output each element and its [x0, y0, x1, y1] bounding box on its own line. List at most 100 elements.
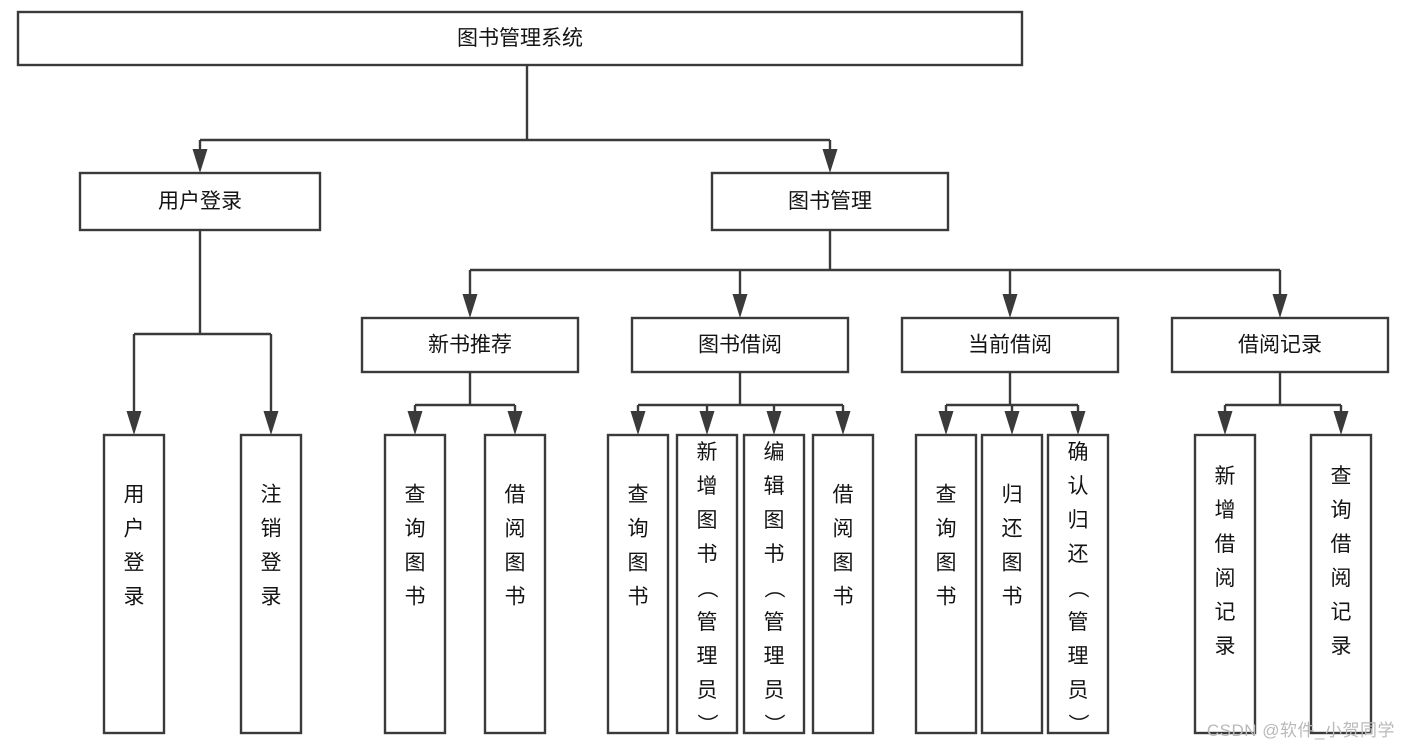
- node-leaf-confirm-return-char: 认: [1068, 475, 1089, 498]
- node-leaf-query-record-char: 记: [1331, 601, 1352, 624]
- node-leaf-add-book-char: 书: [697, 543, 718, 566]
- book-borrow-drop-0-head: [630, 411, 646, 435]
- node-leaf-borrow-book-rec-char: 书: [505, 586, 526, 609]
- node-leaf-borrow-book-char: 图: [833, 552, 854, 575]
- book-manage-drop-1-head: [732, 294, 748, 318]
- node-user-login[interactable]: 用户登录: [78, 171, 322, 232]
- node-new-book-rec-label: 新书推荐: [428, 334, 512, 357]
- node-book-manage-outline: [710, 171, 950, 232]
- node-leaf-confirm-return-char: （: [1066, 578, 1089, 599]
- node-leaf-confirm-return-char: 管: [1068, 611, 1089, 634]
- node-leaf-query-record-char: 查: [1331, 465, 1352, 488]
- node-leaf-logout-char: 登: [261, 552, 282, 575]
- node-leaf-borrow-book-char: 阅: [833, 518, 854, 541]
- watermark-label: CSDN @软件_小贺同学: [1206, 721, 1395, 740]
- node-leaf-add-record-outline: [1193, 433, 1257, 735]
- node-user-login-outline: [78, 171, 322, 232]
- node-leaf-add-book-char: 新: [697, 441, 718, 464]
- node-leaf-add-book-char: 理: [697, 645, 718, 668]
- node-leaf-return-book-outline: [980, 433, 1044, 735]
- node-leaf-add-record-char: 增: [1215, 499, 1236, 522]
- node-leaf-query-book-cur-char: 图: [936, 552, 957, 575]
- node-leaf-edit-book-outline: [742, 433, 806, 735]
- node-leaf-add-record-char: 记: [1215, 601, 1236, 624]
- node-leaf-logout-char: 录: [261, 586, 282, 609]
- node-leaf-query-book-borrow-char: 询: [628, 518, 649, 541]
- new-book-rec-drop-1-head: [507, 411, 523, 435]
- node-leaf-add-record-char: 录: [1215, 635, 1236, 658]
- node-book-manage-label: 图书管理: [788, 190, 872, 213]
- node-leaf-user-login-char: 登: [124, 552, 145, 575]
- node-leaf-borrow-book-rec-char: 阅: [505, 518, 526, 541]
- node-leaf-query-book-borrow-char: 查: [628, 484, 649, 507]
- node-leaf-query-book-cur-char: 查: [936, 484, 957, 507]
- node-leaf-edit-book-char: （: [762, 578, 785, 599]
- node-leaf-confirm-return-outline: [1046, 433, 1110, 735]
- node-new-book-rec[interactable]: 新书推荐: [360, 316, 580, 374]
- user-login-drop-1-head: [263, 411, 279, 435]
- node-current-borrow-outline: [900, 316, 1120, 374]
- node-root-label: 图书管理系统: [457, 27, 583, 50]
- node-leaf-query-book-rec-char: 书: [405, 586, 426, 609]
- node-leaf-query-book-cur-char: 询: [936, 518, 957, 541]
- node-book-borrow-label: 图书借阅: [698, 334, 782, 357]
- node-leaf-add-book-outline: [675, 433, 739, 735]
- new-book-rec-drop-0-head: [407, 411, 423, 435]
- node-leaf-query-record-char: 录: [1331, 635, 1352, 658]
- node-leaf-edit-book-char: 辑: [764, 475, 785, 498]
- node-leaf-user-login-char: 用: [124, 484, 145, 507]
- node-leaf-edit-book-char: 图: [764, 509, 785, 532]
- node-leaf-add-book-char: 增: [697, 475, 718, 498]
- root-drop-1-head: [822, 149, 838, 173]
- node-new-book-rec-outline: [360, 316, 580, 374]
- node-borrow-record-label: 借阅记录: [1238, 334, 1322, 357]
- node-leaf-confirm-return-char: 理: [1068, 645, 1089, 668]
- node-leaf-logout-char: 销: [261, 518, 282, 541]
- node-leaf-edit-book-char: 管: [764, 611, 785, 634]
- node-leaf-add-record-char: 阅: [1215, 567, 1236, 590]
- node-leaf-user-login-char: 户: [124, 518, 145, 541]
- node-leaf-query-record-char: 借: [1331, 533, 1352, 556]
- node-leaf-borrow-book-rec-char: 图: [505, 552, 526, 575]
- current-borrow-drop-0-head: [938, 411, 954, 435]
- node-root[interactable]: 图书管理系统: [16, 10, 1024, 67]
- node-leaf-add-book-char: 管: [697, 611, 718, 634]
- book-borrow-drop-2-head: [766, 411, 782, 435]
- current-borrow-drop-1-head: [1004, 411, 1020, 435]
- node-leaf-query-book-cur-outline: [914, 433, 978, 735]
- node-leaf-query-book-borrow-char: 图: [628, 552, 649, 575]
- node-borrow-record[interactable]: 借阅记录: [1170, 316, 1390, 374]
- book-borrow-drop-1-head: [699, 411, 715, 435]
- node-leaf-add-record-char: 新: [1215, 465, 1236, 488]
- book-borrow-drop-3-head: [835, 411, 851, 435]
- node-leaf-query-record-outline: [1309, 433, 1373, 735]
- node-leaf-borrow-book-char: 借: [833, 484, 854, 507]
- borrow-record-drop-0-head: [1217, 411, 1233, 435]
- node-leaf-user-login-outline: [102, 433, 166, 735]
- node-leaf-query-book-cur-char: 书: [936, 586, 957, 609]
- node-book-manage[interactable]: 图书管理: [710, 171, 950, 232]
- borrow-record-drop-1-head: [1333, 411, 1349, 435]
- node-borrow-record-outline: [1170, 316, 1390, 374]
- node-leaf-query-record-char: 阅: [1331, 567, 1352, 590]
- node-book-borrow[interactable]: 图书借阅: [630, 316, 850, 374]
- node-leaf-add-record-char: 借: [1215, 533, 1236, 556]
- node-leaf-user-login[interactable]: 用户登录: [102, 433, 166, 735]
- node-current-borrow-label: 当前借阅: [968, 334, 1052, 357]
- node-leaf-edit-book-char: 编: [764, 441, 785, 464]
- node-current-borrow[interactable]: 当前借阅: [900, 316, 1120, 374]
